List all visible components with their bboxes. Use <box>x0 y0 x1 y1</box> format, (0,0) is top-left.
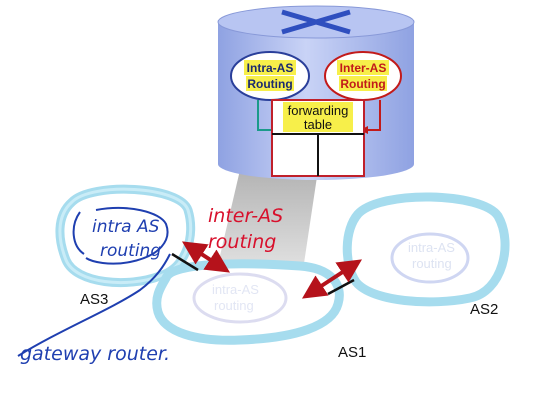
inter-to-table-connector <box>368 100 381 131</box>
inter-highlight-2 <box>339 76 387 91</box>
inter-as-handwritten-label-1: inter-AS <box>208 205 283 227</box>
intra-highlight-2 <box>246 76 294 91</box>
intra-to-table-connector <box>257 100 272 131</box>
intra-highlight <box>244 60 296 75</box>
as2-routing-loop <box>390 232 470 284</box>
as1-routing-loop <box>192 272 288 324</box>
inter-as-arrow-left <box>181 241 231 273</box>
router-cross-icon <box>281 9 351 35</box>
as1-cloud <box>152 259 344 345</box>
forwarding-table-highlight <box>283 102 353 132</box>
forwarding-table-label-2: table <box>304 117 332 132</box>
inter-as-arrow-right <box>301 259 363 299</box>
as1-inner-label-1: intra-AS <box>212 282 259 297</box>
as3-cloud <box>55 184 196 288</box>
intra-as-handwritten-label-1: intra AS <box>92 217 160 237</box>
as2-inner-label-2: routing <box>412 256 452 271</box>
inter-as-handwritten-label-2: routing <box>208 231 276 253</box>
as1-label: AS1 <box>338 344 366 361</box>
intra-as-routing-label-2: Routing <box>247 77 292 91</box>
as1-inner-label-2: routing <box>214 298 254 313</box>
forwarding-table <box>271 99 365 177</box>
inter-highlight <box>337 60 389 75</box>
as2-label: AS2 <box>470 301 498 318</box>
forwarding-table-label-1: forwarding <box>288 103 349 118</box>
as2-inner-label-1: intra-AS <box>408 240 455 255</box>
gateway-router-handwritten-label: gateway router. <box>20 343 170 365</box>
intra-as-routing-label-1: Intra-AS <box>247 61 294 75</box>
inter-as-routing-label-1: Inter-AS <box>340 61 387 75</box>
gateway-pointer-line <box>17 253 171 357</box>
intra-as-handwritten-label-2: routing <box>100 241 161 261</box>
as3-label: AS3 <box>80 291 108 308</box>
intra-as-ink-circle <box>72 206 169 265</box>
inter-as-routing-label-2: Routing <box>340 77 385 91</box>
